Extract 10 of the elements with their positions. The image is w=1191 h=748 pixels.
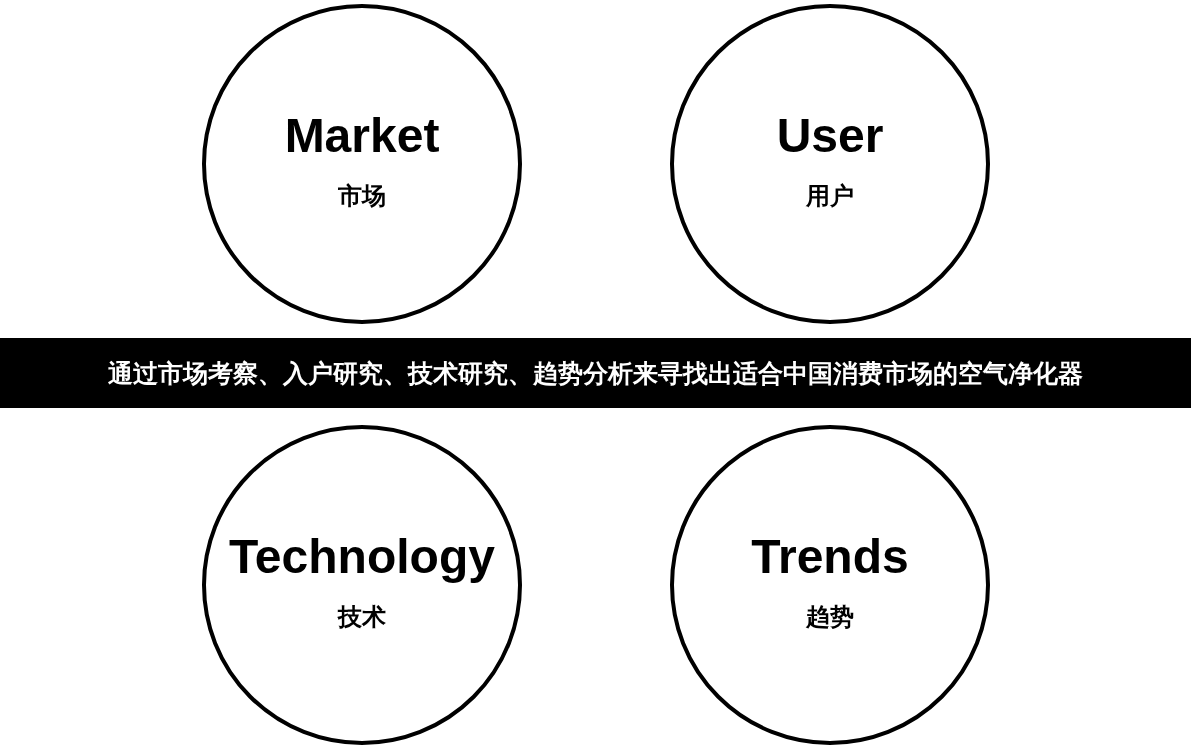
- topic-title: User: [776, 109, 884, 162]
- topic-title: Technology: [229, 530, 495, 583]
- topic-subtitle: 用户: [806, 182, 854, 209]
- topic-subtitle: 市场: [338, 182, 386, 209]
- summary-band: [0, 338, 1191, 408]
- topic-title: Trends: [751, 530, 909, 583]
- topic-subtitle: 趋势: [806, 603, 854, 630]
- topic-subtitle: 技术: [338, 603, 386, 630]
- topic-title: Market: [284, 109, 440, 162]
- summary-text: 通过市场考察、入户研究、技术研究、趋势分析来寻找出适合中国消费市场的空气净化器: [108, 358, 1083, 389]
